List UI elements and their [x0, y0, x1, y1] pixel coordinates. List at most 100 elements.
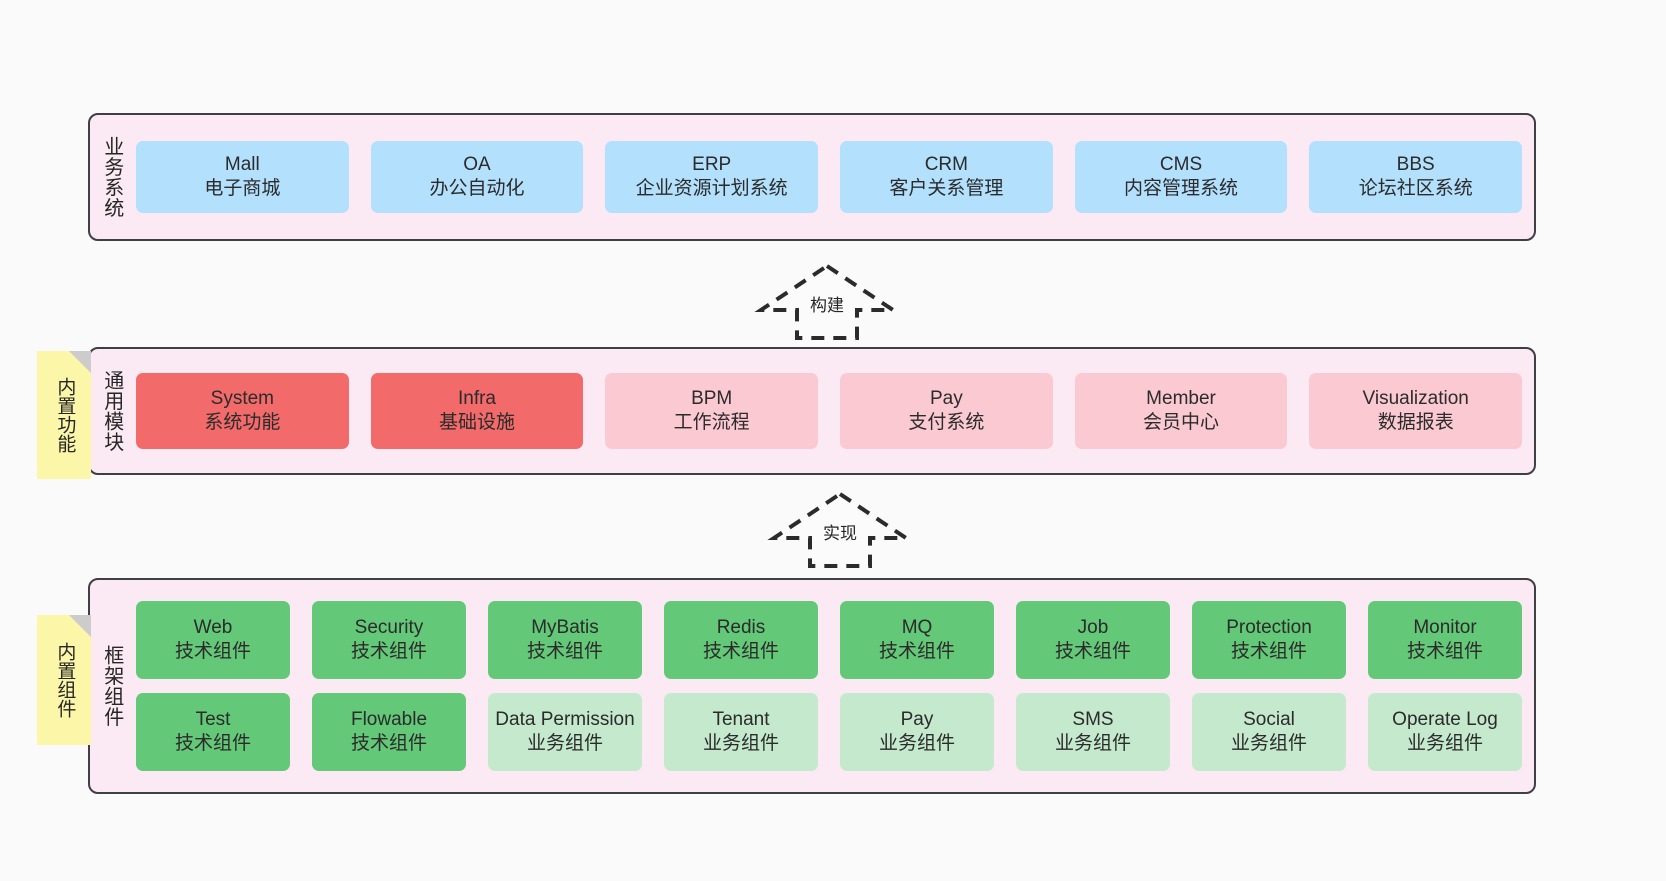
module-card-operate-log[interactable]: Operate Log 业务组件: [1368, 693, 1522, 771]
module-card-monitor[interactable]: Monitor 技术组件: [1368, 601, 1522, 679]
module-card-pay[interactable]: Pay 支付系统: [840, 373, 1053, 449]
module-card-bpm[interactable]: BPM 工作流程: [605, 373, 819, 449]
module-card-en-label: System: [210, 387, 275, 409]
module-card-en-label: MyBatis: [531, 616, 599, 638]
module-card-system[interactable]: System 系统功能: [136, 373, 349, 449]
layer-title-common-module: 通用模块: [100, 370, 123, 452]
module-card-cn-label: 技术组件: [350, 641, 427, 662]
module-card-cn-label: 工作流程: [673, 412, 750, 433]
module-card-en-label: Visualization: [1362, 387, 1469, 409]
module-card-en-label: OA: [463, 153, 491, 175]
module-card-cn-label: 会员中心: [1143, 412, 1220, 433]
module-card-en-label: Redis: [716, 616, 766, 638]
module-card-cn-label: 业务组件: [1406, 733, 1483, 754]
module-card-cn-label: 客户关系管理: [889, 178, 1004, 199]
module-card-data-permission[interactable]: Data Permission 业务组件: [488, 693, 642, 771]
layer-row: System 系统功能 Infra 基础设施 BPM 工作流程 Pay 支付系统…: [136, 373, 1523, 449]
layer-row: Test 技术组件 Flowable 技术组件 Data Permission …: [136, 693, 1522, 771]
module-card-web[interactable]: Web 技术组件: [136, 601, 290, 679]
module-card-crm[interactable]: CRM 客户关系管理: [840, 141, 1053, 213]
layer-body-business-system: Mall 电子商城 OA 办公自动化 ERP 企业资源计划系统 CRM 客户关系…: [132, 115, 1534, 239]
module-card-flowable[interactable]: Flowable 技术组件: [312, 693, 466, 771]
layer-business-system: 业务系统 Mall 电子商城 OA 办公自动化 ERP 企业资源计划系统 CRM…: [88, 113, 1536, 241]
module-card-cn-label: 办公自动化: [429, 178, 525, 199]
sticky-note-label: 内置组件: [54, 642, 76, 718]
module-card-cn-label: 电子商城: [204, 178, 281, 199]
module-card-member[interactable]: Member 会员中心: [1074, 373, 1288, 449]
module-card-cn-label: 业务组件: [1054, 733, 1131, 754]
layer-title-framework-component: 框架组件: [100, 645, 123, 727]
module-card-en-label: Infra: [457, 387, 497, 409]
module-card-bbs[interactable]: BBS 论坛社区系统: [1309, 141, 1523, 213]
module-card-en-label: Monitor: [1413, 616, 1477, 638]
module-card-visualization[interactable]: Visualization 数据报表: [1309, 373, 1523, 449]
module-card-cn-label: 技术组件: [1406, 641, 1483, 662]
sticky-note-label: 内置功能: [54, 377, 76, 453]
module-card-protection[interactable]: Protection 技术组件: [1192, 601, 1346, 679]
module-card-cn-label: 技术组件: [350, 733, 427, 754]
module-card-cn-label: 技术组件: [1230, 641, 1307, 662]
module-card-cn-label: 内容管理系统: [1124, 178, 1239, 199]
module-card-en-label: Data Permission: [495, 708, 635, 730]
layer-common-module: 通用模块 System 系统功能 Infra 基础设施 BPM 工作流程 Pay…: [88, 347, 1536, 475]
module-card-mall[interactable]: Mall 电子商城: [136, 141, 349, 213]
module-card-en-label: Protection: [1226, 616, 1312, 638]
module-card-en-label: Tenant: [712, 708, 770, 730]
module-card-infra[interactable]: Infra 基础设施: [370, 373, 584, 449]
module-card-en-label: Member: [1146, 387, 1216, 409]
module-card-en-label: Security: [354, 616, 424, 638]
module-card-cn-label: 数据报表: [1377, 412, 1454, 433]
module-card-en-label: BPM: [691, 387, 733, 409]
module-card-en-label: BBS: [1396, 153, 1435, 175]
arrow-implement: 实现: [767, 490, 913, 570]
module-card-cn-label: 业务组件: [1230, 733, 1307, 754]
module-card-cn-label: 基础设施: [439, 412, 516, 433]
module-card-cn-label: 企业资源计划系统: [635, 178, 788, 199]
module-card-en-label: Social: [1243, 708, 1295, 730]
module-card-en-label: Web: [193, 616, 233, 638]
module-card-en-label: MQ: [901, 616, 933, 638]
module-card-en-label: Pay: [929, 387, 963, 409]
module-card-en-label: Pay: [900, 708, 934, 730]
module-card-test[interactable]: Test 技术组件: [136, 693, 290, 771]
module-card-cn-label: 技术组件: [174, 733, 251, 754]
sticky-note-builtin-components: 内置组件: [37, 615, 91, 745]
arrow-build: 构建: [754, 262, 900, 342]
layer-title-business-system: 业务系统: [100, 136, 123, 218]
module-card-mybatis[interactable]: MyBatis 技术组件: [488, 601, 642, 679]
layer-framework-component: 框架组件 Web 技术组件 Security 技术组件 MyBatis 技术组件…: [88, 578, 1536, 794]
module-card-en-label: Test: [195, 708, 231, 730]
module-card-en-label: Job: [1077, 616, 1109, 638]
layer-body-framework-component: Web 技术组件 Security 技术组件 MyBatis 技术组件 Redi…: [132, 580, 1534, 792]
module-card-oa[interactable]: OA 办公自动化: [370, 141, 584, 213]
layer-body-common-module: System 系统功能 Infra 基础设施 BPM 工作流程 Pay 支付系统…: [132, 349, 1534, 473]
module-card-cn-label: 技术组件: [526, 641, 603, 662]
module-card-mq[interactable]: MQ 技术组件: [840, 601, 994, 679]
module-card-erp[interactable]: ERP 企业资源计划系统: [605, 141, 819, 213]
folded-corner-icon: [69, 351, 91, 373]
module-card-security[interactable]: Security 技术组件: [312, 601, 466, 679]
module-card-redis[interactable]: Redis 技术组件: [664, 601, 818, 679]
module-card-cn-label: 系统功能: [204, 412, 281, 433]
module-card-social[interactable]: Social 业务组件: [1192, 693, 1346, 771]
module-card-cms[interactable]: CMS 内容管理系统: [1074, 141, 1288, 213]
module-card-en-label: Mall: [224, 153, 260, 175]
layer-row: Web 技术组件 Security 技术组件 MyBatis 技术组件 Redi…: [136, 601, 1522, 679]
module-card-job[interactable]: Job 技术组件: [1016, 601, 1170, 679]
module-card-sms[interactable]: SMS 业务组件: [1016, 693, 1170, 771]
module-card-cn-label: 业务组件: [878, 733, 955, 754]
module-card-en-label: Flowable: [350, 708, 428, 730]
arrow-up-icon: [754, 263, 900, 340]
module-card-cn-label: 技术组件: [878, 641, 955, 662]
module-card-en-label: SMS: [1072, 708, 1114, 730]
folded-corner-icon: [69, 615, 91, 637]
module-card-tenant[interactable]: Tenant 业务组件: [664, 693, 818, 771]
module-card-en-label: CMS: [1159, 153, 1203, 175]
module-card-cn-label: 技术组件: [702, 641, 779, 662]
layer-row: Mall 电子商城 OA 办公自动化 ERP 企业资源计划系统 CRM 客户关系…: [136, 141, 1523, 213]
module-card-pay-business[interactable]: Pay 业务组件: [840, 693, 994, 771]
module-card-cn-label: 技术组件: [174, 641, 251, 662]
sticky-note-builtin-features: 内置功能: [37, 351, 91, 479]
module-card-cn-label: 论坛社区系统: [1358, 178, 1473, 199]
